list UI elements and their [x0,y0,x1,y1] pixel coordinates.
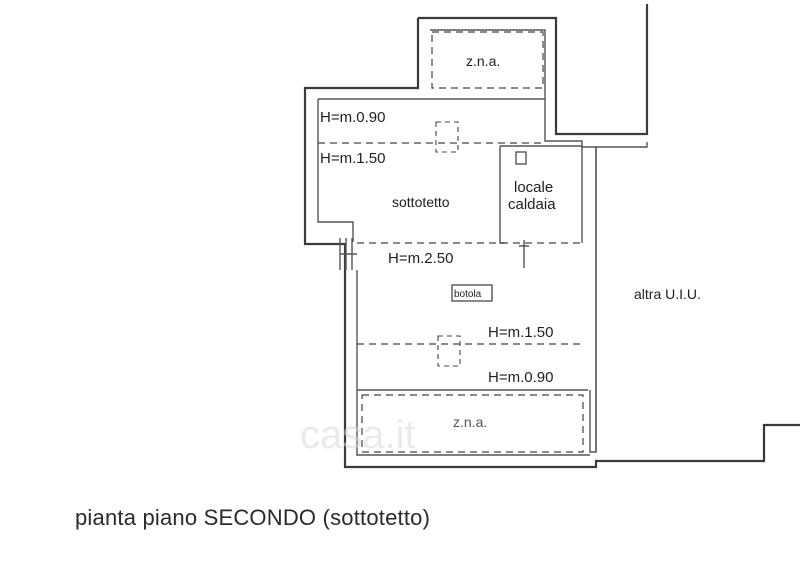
label-h250: H=m.2.50 [388,250,453,267]
skylight-top [435,121,459,153]
outer-wall [303,4,800,469]
label-zna-top: z.n.a. [466,53,500,69]
label-locale: locale [514,179,553,196]
watermark: casa.it [300,413,416,457]
boiler-symbol [515,151,527,165]
label-h090-bottom: H=m.0.90 [488,369,553,386]
label-caldaia: caldaia [508,196,556,213]
label-h150-top: H=m.1.50 [320,150,385,167]
zna-bottom-outline [361,394,584,453]
label-h090-top: H=m.0.90 [320,109,385,126]
skylight-bottom [437,335,461,367]
adjacent-unit-wall [595,142,648,452]
door-jamb [339,238,357,270]
zna-top-outline [431,31,544,89]
label-zna-bottom: z.n.a. [453,414,487,430]
drawing-caption: pianta piano SECONDO (sottotetto) [75,505,431,530]
passage-mark [519,240,529,268]
label-h150-bottom: H=m.1.50 [488,324,553,341]
label-altra-uiu: altra U.I.U. [634,286,701,302]
botola-box [451,284,493,302]
label-botola: botola [454,289,482,300]
label-sottotetto: sottotetto [392,194,450,210]
